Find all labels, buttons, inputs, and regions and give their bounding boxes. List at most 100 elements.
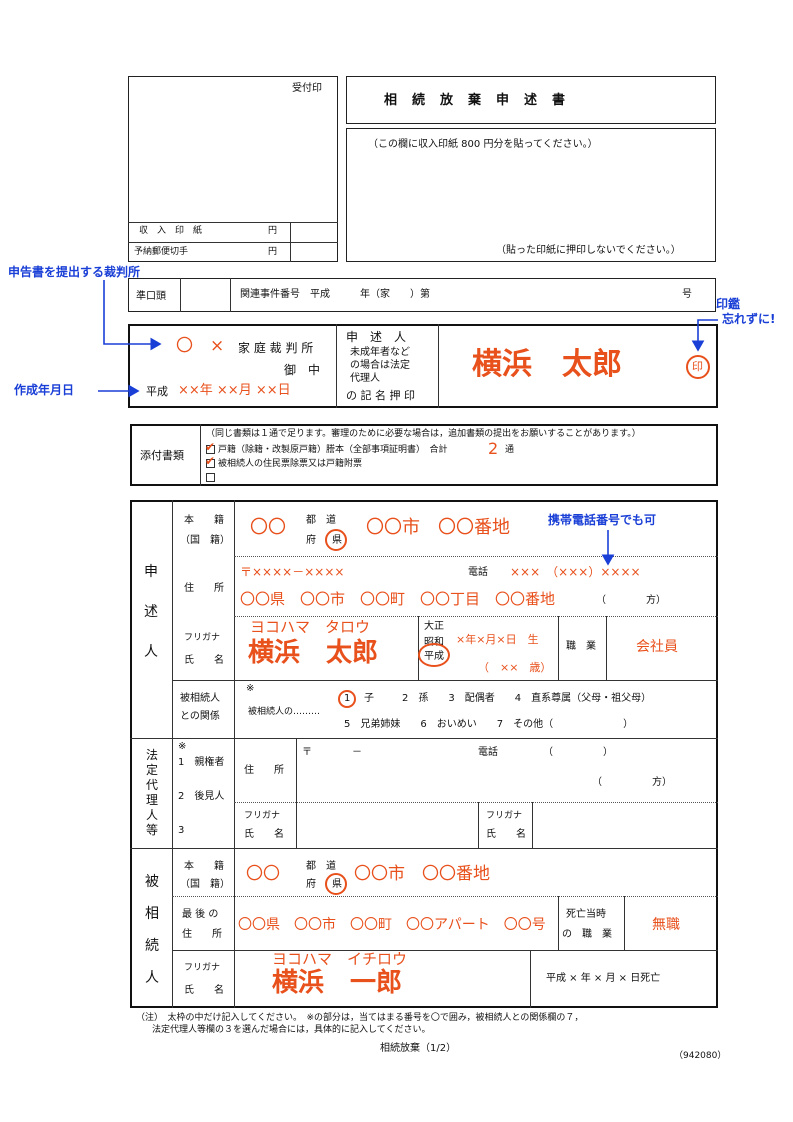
date-marks: ××年 ××月 ××日 [178, 383, 291, 398]
phone-value: ××× （×××）×××× [510, 565, 641, 579]
legal-rep-opt-3: 3 [178, 825, 185, 836]
honseki-city: 〇〇市 〇〇番地 [366, 517, 510, 538]
last-address-label-2: 住 所 [182, 929, 222, 940]
legal-rep-furigana-label-2: フリガナ [486, 811, 523, 821]
court-name-marks: 〇 × [176, 336, 225, 356]
phone-annotation: 携帯電話番号でも可 [548, 513, 657, 527]
check-mark-1: ✔ [205, 440, 216, 454]
furigana-label: フリガナ [184, 633, 221, 643]
relation-label-2: との関係 [180, 711, 220, 722]
last-address-label-1: 最 後 の [182, 909, 219, 920]
legal-rep-opt-1: 1 親権者 [178, 757, 225, 768]
applicant-furigana: ヨコハマ タロウ [250, 618, 371, 636]
deceased-honseki-pref: 〇〇 [246, 864, 280, 884]
applicant-label-4: 代理人 [350, 373, 380, 384]
applicant-label-5: の 記 名 押 印 [346, 389, 415, 402]
check-mark-2: ✔ [205, 454, 216, 468]
form-title: 相 続 放 棄 申 述 書 [384, 93, 567, 108]
death-date: 平成 × 年 × 月 × 日死亡 [546, 973, 661, 984]
receipt-stamp-label: 受付印 [292, 83, 322, 94]
occupation-label: 職 業 [566, 641, 596, 652]
honseki-label: 本 籍 [184, 515, 224, 526]
death-occupation-label-1: 死亡当時 [566, 909, 606, 920]
applicant-label-3: の場合は法定 [350, 360, 410, 371]
applicant-label-1: 申 述 人 [346, 330, 407, 344]
deceased-honseki-city: 〇〇市 〇〇番地 [354, 864, 490, 884]
legal-rep-address-label: 住 所 [244, 765, 284, 776]
relation-intro: 被相続人の……… [248, 707, 321, 717]
gochu-label: 御 中 [284, 363, 321, 377]
checkbox-jumin[interactable] [206, 459, 215, 468]
date-annotation: 作成年月日 [14, 383, 75, 397]
attachment-count: 2 [488, 439, 499, 458]
deceased-name: 横浜 一郎 [272, 968, 403, 998]
date-era: 平成 [146, 385, 168, 398]
deceased-ken-circle [325, 873, 347, 895]
todo-label: 都 道 [306, 515, 336, 526]
name-label: 氏 名 [184, 655, 224, 666]
stamp-box [346, 128, 716, 262]
no-seal-note: （貼った印紙に押印しないでください。） [496, 245, 681, 256]
footer-note-2: 法定代理人等欄の３を選んだ場合には，具体的に記入してください。 [152, 1025, 431, 1035]
ken-circle [325, 529, 347, 551]
deceased-furigana: ヨコハマ イチロウ [272, 950, 408, 968]
seal-annotation-1: 印鑑 [716, 297, 741, 311]
attachments-note: （同じ書類は１通で足ります。審理のために必要な場合は，追加書類の提出をお願いする… [206, 429, 641, 439]
seal-circle [686, 355, 710, 379]
receipt-box [128, 76, 338, 262]
age: （ ×× 歳） [478, 661, 552, 674]
checkbox-koseki[interactable] [206, 445, 215, 454]
relation-mark: ※ [246, 683, 255, 694]
stamp-note: （この欄に収入印紙 800 円分を貼ってください。） [368, 139, 598, 150]
court-annotation: 申告書を提出する裁判所 [8, 265, 141, 279]
death-occupation-label-2: の 職 業 [562, 929, 612, 940]
phone-label: 電話 [468, 567, 488, 578]
yen-2: 円 [268, 247, 278, 257]
death-occupation: 無職 [652, 917, 680, 933]
case-number-suffix: 号 [682, 289, 692, 300]
yen-1: 円 [268, 226, 278, 236]
family-court-label: 家 庭 裁 判 所 [238, 341, 314, 355]
court-block [128, 324, 718, 408]
applicant-label-2: 未成年者など [350, 347, 410, 358]
attachment-item-2: 被相続人の住民票除票又は戸籍附票 [218, 459, 363, 469]
main-table [130, 500, 718, 1008]
prelim-label: 準口頭 [136, 291, 166, 302]
deceased-furigana-label: フリガナ [184, 963, 221, 973]
applicant-name: 横浜 太郎 [248, 638, 379, 668]
address-value: 〇〇県 〇〇市 〇〇町 〇〇丁目 〇〇番地 [240, 590, 556, 608]
form-code: （942080） [674, 1051, 727, 1061]
legal-rep-section-label: 法定代理人等 [146, 748, 159, 837]
attachments-label: 添付書類 [140, 449, 184, 462]
relation-opts-2: 2 孫 3 配偶者 4 直系尊属（父母・祖父母） [402, 693, 652, 704]
deceased-fuken: 府 [306, 879, 316, 890]
legal-rep-postal: 〒 － [302, 747, 362, 758]
era-showa: 昭和 [424, 637, 444, 648]
attachments-block [130, 424, 718, 486]
relation-opts-3: 5 兄弟姉妹 6 おいめい 7 その他（ ） [344, 719, 634, 730]
applicant-signature: 横浜 太郎 [472, 347, 622, 382]
relation-opt-1: 1 [344, 693, 351, 704]
postal-code: 〒××××－×××× [240, 565, 345, 579]
legal-rep-name-label-2: 氏 名 [486, 829, 526, 840]
footer-note-1: （注） 太枠の中だけ記入してください。 ※の部分は，当てはまる番号を〇で囲み，被… [136, 1013, 584, 1023]
legal-rep-kata: （ 方） [592, 777, 672, 788]
checkbox-blank[interactable] [206, 473, 215, 482]
legal-rep-name-label: 氏 名 [244, 829, 284, 840]
honseki-pref: 〇〇 [250, 517, 286, 538]
seal-mark: 印 [692, 360, 703, 373]
fuken-label: 府 [306, 535, 316, 546]
last-address: 〇〇県 〇〇市 〇〇町 〇〇アパート 〇〇号 [238, 917, 546, 933]
relation-child: 子 [364, 693, 374, 704]
legal-rep-phone: 電話 （ ） [478, 747, 613, 758]
era-taisho: 大正 [424, 621, 444, 632]
deceased-name-label: 氏 名 [184, 985, 224, 996]
era-circle [418, 643, 450, 667]
page-label: 相続放棄（1/2） [380, 1043, 457, 1054]
attachment-unit: 通 [505, 445, 515, 455]
legal-rep-mark: ※ [178, 741, 187, 752]
legal-rep-furigana-label: フリガナ [244, 811, 281, 821]
occupation: 会社員 [636, 639, 678, 655]
postage-stamp-label: 予納郵便切手 [134, 247, 189, 257]
seal-annotation-2: 忘れずに! [722, 312, 776, 326]
